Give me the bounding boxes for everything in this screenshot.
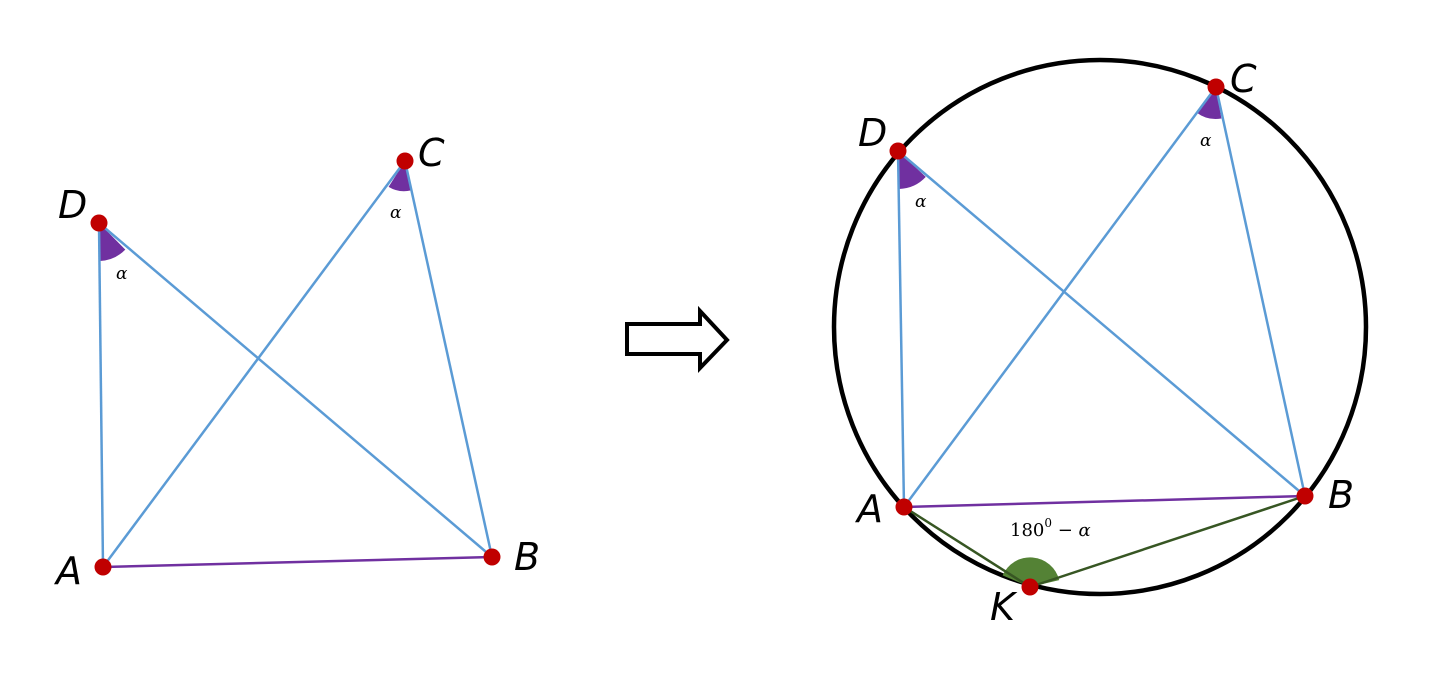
implies-arrow-icon	[625, 305, 730, 373]
left-label-a: A	[53, 549, 82, 593]
left-segment-cb	[403, 160, 494, 558]
right-point-k	[1021, 578, 1039, 596]
right-label-a: A	[854, 487, 883, 531]
left-label-b: B	[514, 535, 540, 579]
left-point-d	[90, 214, 108, 232]
left-label-c: C	[418, 131, 445, 175]
right-angle-label-k: 1800 − α	[1010, 516, 1091, 541]
right-angle-arc-d	[898, 151, 926, 189]
right-segment-db	[897, 150, 1306, 497]
left-point-b	[483, 548, 501, 566]
right-label-b: B	[1328, 473, 1354, 517]
left-segment-db	[98, 222, 493, 558]
right-figure: A B C D K α α 1800 − α	[831, 57, 1369, 629]
right-angle-label-d: α	[915, 192, 927, 212]
right-segment-cb	[1214, 86, 1307, 497]
left-angle-arc-d	[99, 223, 126, 261]
left-label-d: D	[58, 183, 87, 227]
right-angle-label-c: α	[1200, 131, 1212, 151]
left-point-c	[396, 152, 414, 170]
right-segment-ac	[902, 86, 1218, 508]
left-segment-ab	[102, 555, 493, 569]
right-label-c: C	[1230, 57, 1257, 101]
left-angle-label-d: α	[116, 264, 128, 284]
left-figure: A B C D α α	[53, 131, 540, 593]
left-segment-da	[97, 222, 105, 568]
right-segment-ab	[903, 494, 1306, 509]
right-segment-da	[896, 150, 906, 508]
right-label-d: D	[858, 111, 887, 155]
left-angle-label-c: α	[390, 203, 402, 223]
right-segment-ak	[903, 505, 1031, 589]
right-point-c	[1207, 78, 1225, 96]
left-point-a	[94, 558, 112, 576]
right-point-a	[895, 498, 913, 516]
right-point-d	[889, 142, 907, 160]
right-segment-kb	[1029, 494, 1306, 589]
circumcircle	[831, 57, 1369, 597]
right-label-k: K	[990, 585, 1018, 629]
left-segment-ac	[101, 160, 407, 568]
right-point-b	[1296, 487, 1314, 505]
